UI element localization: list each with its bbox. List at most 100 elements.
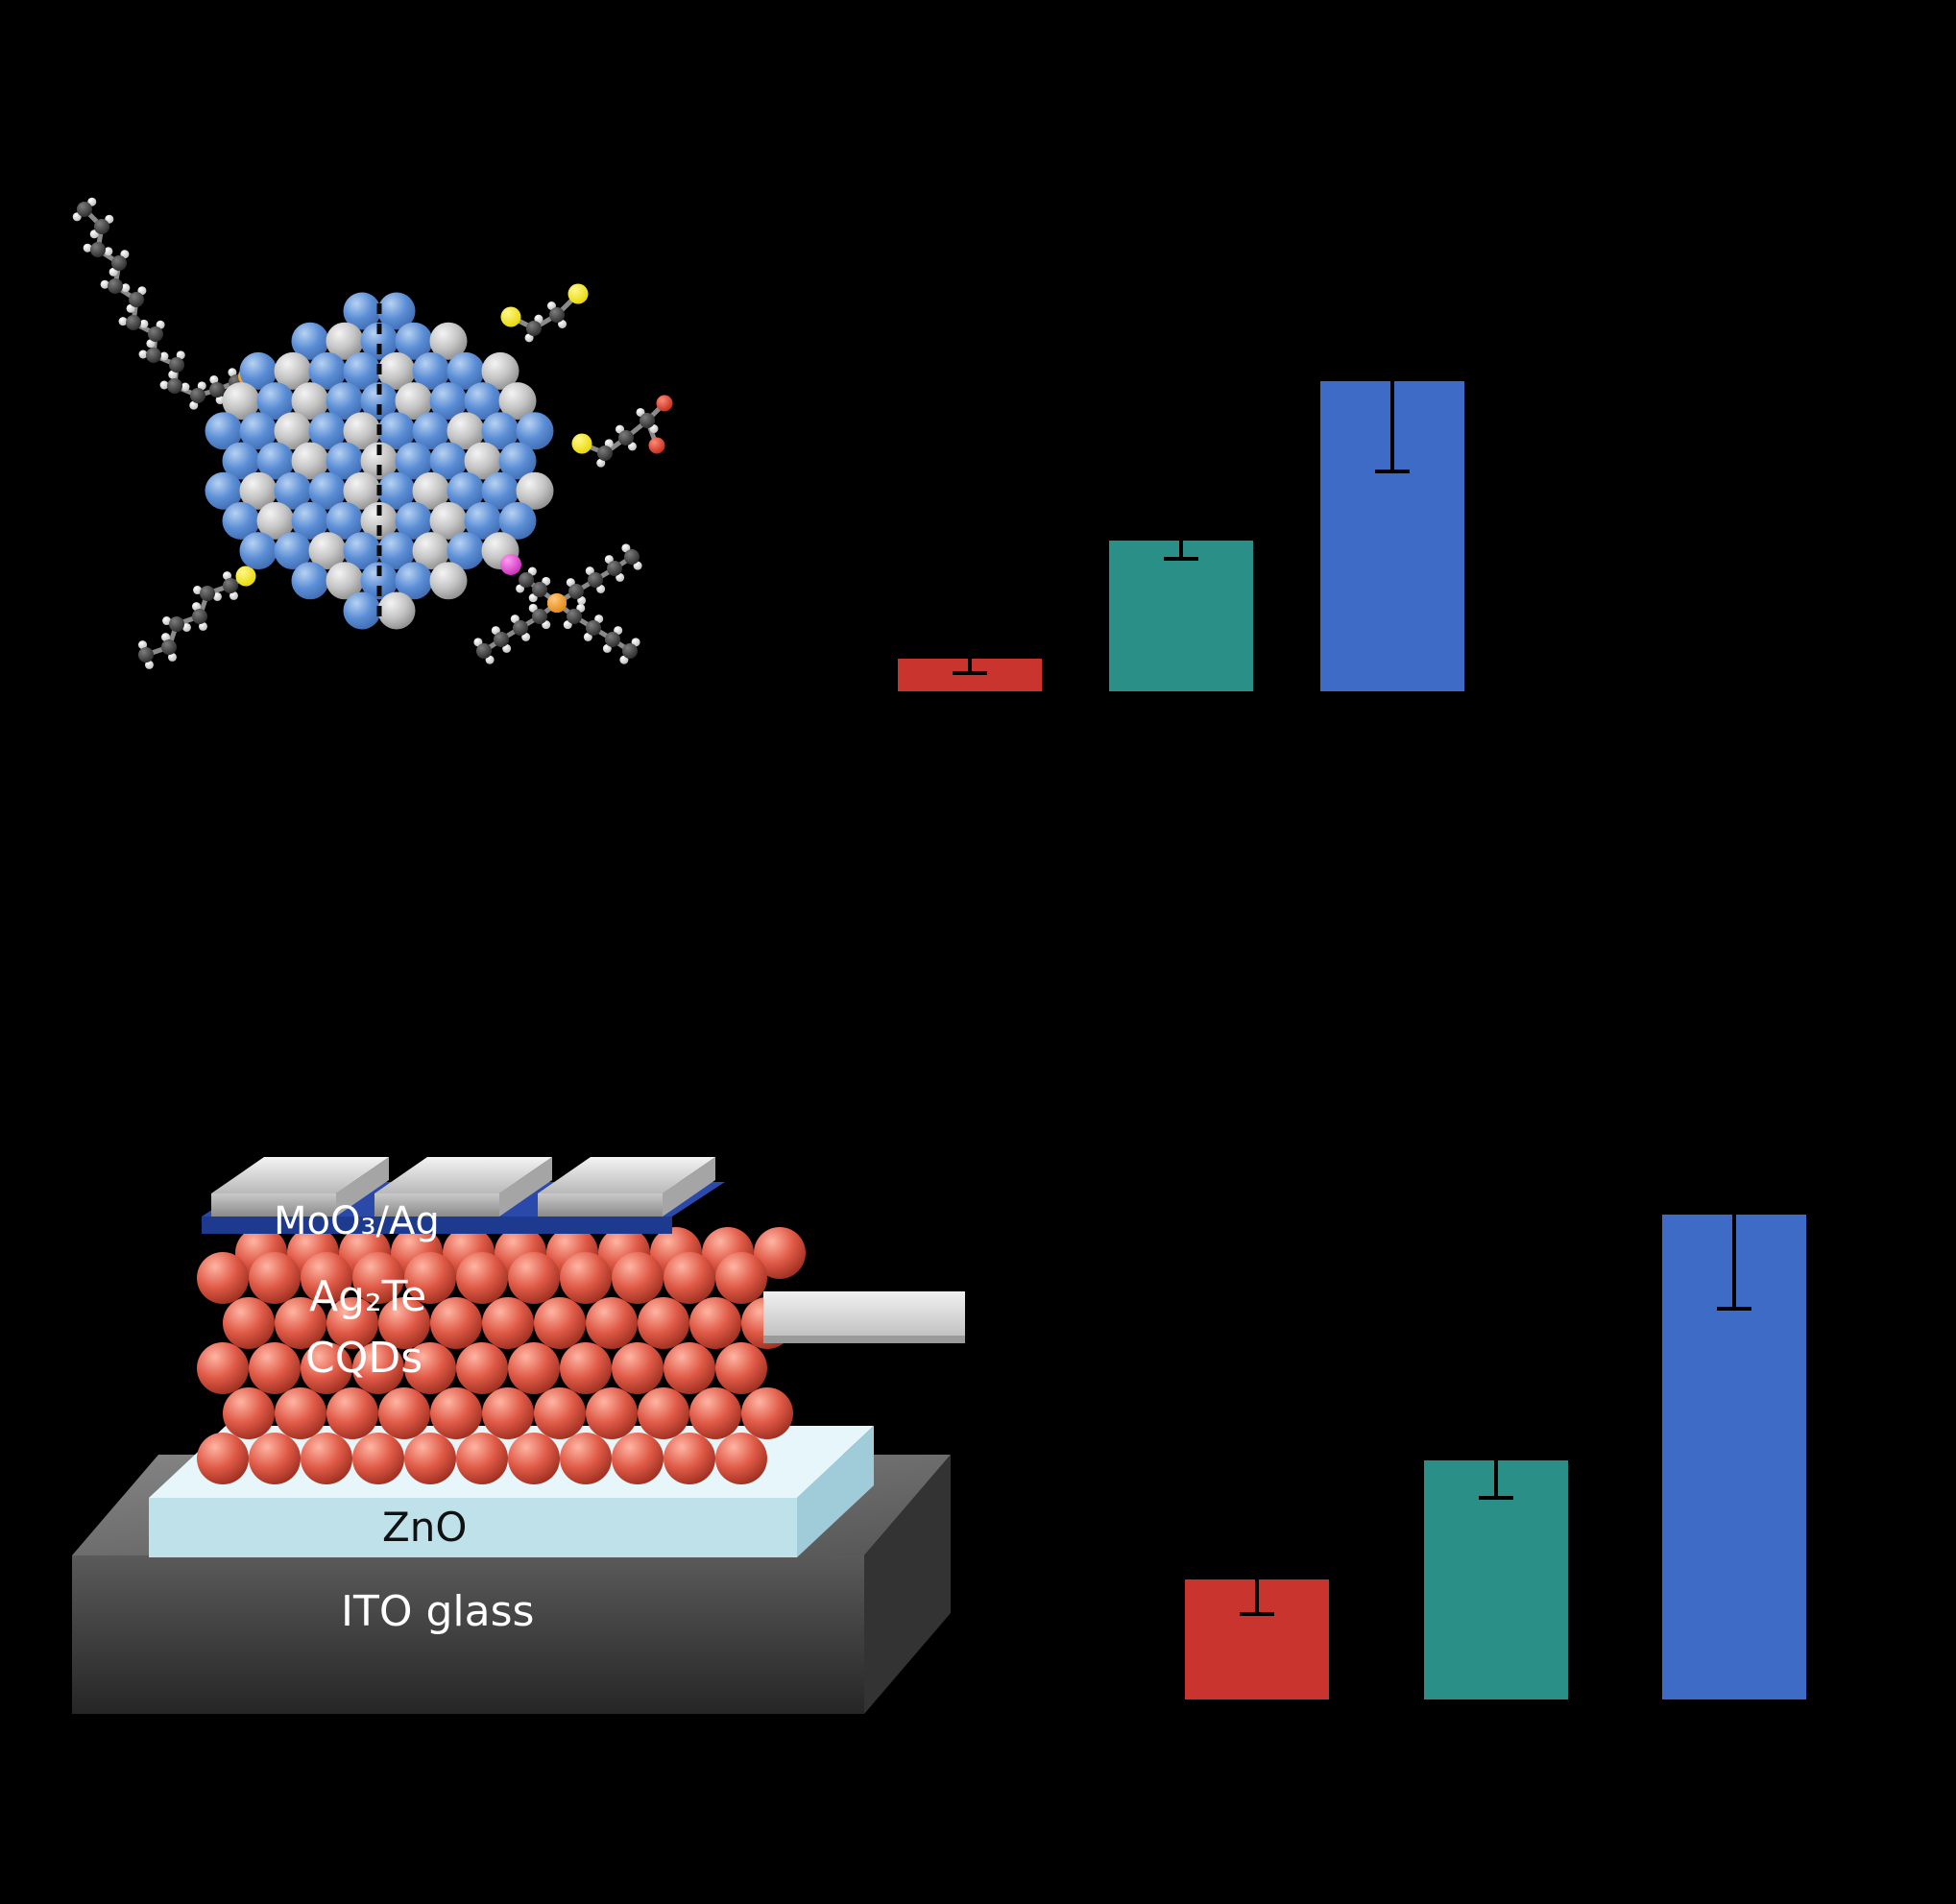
cqd-sphere [197, 1433, 249, 1484]
ligand-long-alkyl-chain [72, 197, 257, 410]
error-bar-line [1731, 1120, 1736, 1310]
cation-atom [205, 412, 243, 450]
anion-atom [222, 382, 260, 421]
cation-atom [498, 501, 537, 540]
anion-atom [256, 501, 295, 540]
anion-atom [429, 562, 468, 600]
cation-atom [291, 501, 329, 540]
error-bar-cap-bottom [1164, 556, 1198, 561]
moo3-front-face [202, 1217, 672, 1234]
cqd-sphere [482, 1387, 534, 1439]
cqd-sphere [586, 1387, 638, 1439]
label-absorber-line2: CQDs [305, 1334, 423, 1383]
label-etl: ZnO [382, 1504, 467, 1551]
cqd-sphere [508, 1342, 560, 1394]
hydrogen-atom [146, 339, 156, 349]
cation-atom [395, 562, 433, 600]
anion-atom [481, 351, 519, 390]
cation-atom [360, 322, 398, 360]
silver-finger-electrodes [211, 1157, 715, 1217]
hydrogen-atom [161, 633, 171, 642]
carbon-atom [148, 326, 163, 342]
cqd-sphere [534, 1387, 586, 1439]
bar-right-face [499, 1157, 552, 1217]
label-top-electrode: MoO₃/Ag [274, 1199, 440, 1243]
cqd-sphere [301, 1433, 352, 1484]
anion-atom [429, 501, 468, 540]
anion-atom [412, 532, 450, 570]
cation-atom [343, 532, 381, 570]
cation-atom [274, 471, 312, 510]
hydrogen-atom [167, 652, 177, 662]
hydrogen-atom [159, 351, 169, 361]
hydrogen-atom [604, 439, 614, 448]
hydrogen-atom [596, 458, 606, 468]
cqd-sphere [715, 1342, 767, 1394]
cation-atom [291, 562, 329, 600]
cation-atom [395, 322, 433, 360]
hydrogen-atom [534, 314, 543, 324]
carbon-atom [526, 321, 542, 336]
carbon-atom [77, 202, 92, 217]
bar-front-face [374, 1193, 499, 1217]
anion-atom [291, 442, 329, 480]
cation-atom [447, 351, 485, 390]
carbon-atom [618, 430, 634, 446]
carbon-atom [169, 616, 184, 632]
cation-atom [308, 351, 347, 390]
cation-atom [274, 532, 312, 570]
hydrogen-atom [192, 602, 202, 612]
cqd-sphere [275, 1387, 326, 1439]
sulfur-atom [571, 433, 592, 454]
bar-chart-bottom [1138, 1118, 1853, 1699]
bar-front-face [538, 1193, 663, 1217]
carbon-atom [586, 620, 601, 636]
carbon-atom [597, 446, 613, 461]
cqd-sphere [754, 1227, 806, 1279]
silver-bar [538, 1157, 715, 1217]
cqd-sphere [534, 1297, 586, 1349]
phosphorus-atom [547, 593, 567, 613]
cqd-sphere [664, 1342, 715, 1394]
hydrogen-atom [168, 370, 178, 379]
error-bar-cap-bottom [1716, 1307, 1751, 1312]
carbon-atom [146, 348, 161, 363]
ligand-phosphonium-arm-se [547, 593, 640, 664]
hydrogen-atom [159, 380, 169, 390]
panel-qd-surface-model [72, 197, 673, 669]
cqd-sphere [249, 1342, 301, 1394]
cqd-sphere [326, 1387, 378, 1439]
cation-atom [429, 442, 468, 480]
hydrogen-atom [104, 247, 113, 256]
qd-atom-lattice [205, 292, 554, 630]
hydrogen-atom [524, 333, 534, 343]
carbon-atom [476, 643, 492, 659]
hydrogen-atom [193, 586, 203, 595]
bar-top-face [538, 1157, 715, 1193]
hydrogen-atom [197, 381, 206, 391]
ligand-molecules [72, 197, 673, 669]
bar-top-face [211, 1157, 389, 1193]
anion-atom [343, 412, 381, 450]
hydrogen-atom [162, 616, 172, 626]
error-bar-line [1390, 291, 1394, 471]
anion-atom [291, 382, 329, 421]
carbon-atom [192, 609, 207, 624]
zno-front-face [149, 1498, 797, 1557]
bar-right-face [663, 1157, 715, 1217]
cation-atom [256, 382, 295, 421]
cation-atom [395, 501, 433, 540]
cation-atom [308, 412, 347, 450]
carbon-atom [90, 242, 106, 257]
hydrogen-atom [139, 319, 149, 328]
hydrogen-atom [181, 382, 190, 392]
error-bar-cap-top [953, 642, 987, 647]
cqd-sphere [664, 1252, 715, 1304]
error-bar-cap-bottom [953, 670, 987, 675]
ito-right-face [864, 1455, 951, 1714]
carbon-atom [532, 609, 547, 624]
hydrogen-atom [121, 283, 131, 293]
cation-atom [498, 442, 537, 480]
silver-bar [211, 1157, 389, 1217]
